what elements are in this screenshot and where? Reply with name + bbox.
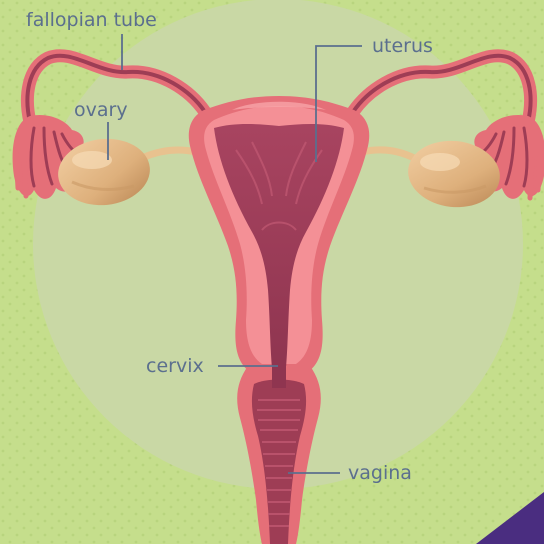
uterus-label: uterus [372, 35, 433, 57]
vagina-label: vagina [348, 462, 412, 484]
cervix-label: cervix [146, 355, 204, 377]
cervical-canal [272, 360, 286, 388]
fallopian-tube-label: fallopian tube [26, 9, 157, 31]
ovary-label: ovary [74, 99, 128, 121]
